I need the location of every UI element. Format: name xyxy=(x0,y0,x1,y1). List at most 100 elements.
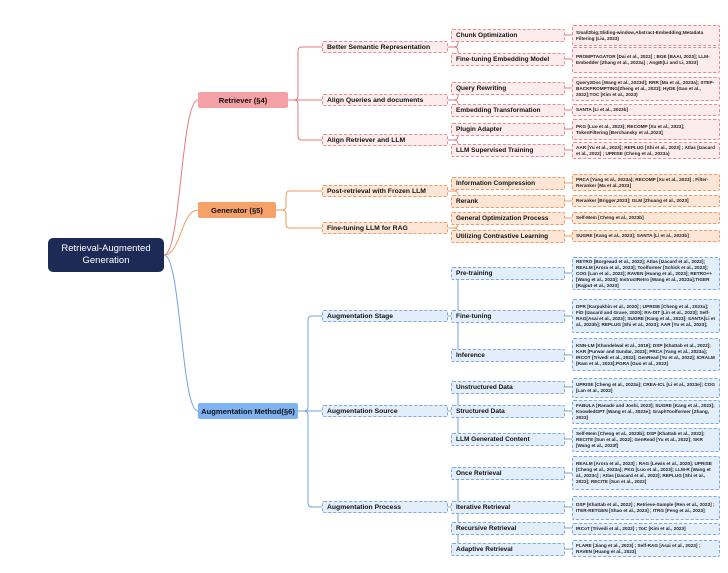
refs-text: IRCoT [Trivedi et al., 2022] ; ToC [Kim … xyxy=(576,526,686,531)
refs-text: Small2big;Sliding-window,Abstract-Embedd… xyxy=(576,29,704,41)
subcategory-label: Utilizing Contrastive Learning xyxy=(456,233,549,240)
refs-text: FLARE [Jiang et al., 2023] ; Self-RAG [A… xyxy=(576,542,701,554)
refs-fine-tuning: DPR [Karpukhin et al., 2020] ; UPRISE [C… xyxy=(572,299,720,333)
root-label: Retrieval-Augmented Generation xyxy=(61,243,151,266)
refs-rerank: Reranker [Brigger,2023]; GLM [Zhuang et … xyxy=(572,195,720,207)
connector-line xyxy=(298,315,322,412)
subcategory-label: LLM Supervised Training xyxy=(456,147,534,154)
subcategory-label: Pre-training xyxy=(456,270,493,277)
connector-line xyxy=(288,99,322,141)
subcategory-label: Adaptive Retrieval xyxy=(456,546,513,553)
subcategory-label: Rerank xyxy=(456,198,479,205)
subcategory-contrastive-learning: Utilizing Contrastive Learning xyxy=(451,230,565,243)
category-label: Align Queries and documents xyxy=(327,96,424,104)
refs-text: PRCA [Yang et al., 2023a]; RECOMP [Xu et… xyxy=(576,176,709,188)
refs-fine-tuning-embedding: PROMPTAGATOR [Dai et al., 2022] ; BGE [B… xyxy=(572,47,720,73)
refs-plugin-adapter: PKG [Luo et al., 2023]; RECOMP [Xu et al… xyxy=(572,119,720,140)
subcategory-recursive-retrieval: Recursive Retrieval xyxy=(451,522,565,535)
subcategory-llm-supervised-training: LLM Supervised Training xyxy=(451,144,565,157)
subcategory-unstructured-data: Unstructured Data xyxy=(451,381,565,394)
category-label: Fine-tuning LLM for RAG xyxy=(327,224,408,232)
branch-label: Generator (§5) xyxy=(211,205,263,215)
refs-llm-supervised-training: AAR [Yu et al., 2023]; REPLUG [Shi et al… xyxy=(572,142,720,159)
subcategory-pre-training: Pre-training xyxy=(451,267,565,280)
augmentation-process: Augmentation Process xyxy=(322,501,448,513)
branch-retriever: Retriever (§4) xyxy=(198,92,288,108)
connector-line xyxy=(298,410,322,508)
category-label: Post-retrieval with Frozen LLM xyxy=(327,187,426,195)
refs-query-rewriting: Query2Doc [Wang et al., 2023d]; RRR [Ma … xyxy=(572,77,720,101)
connector-line xyxy=(288,46,322,101)
subcategory-inference: Inference xyxy=(451,349,565,362)
connector-line xyxy=(276,209,322,229)
subcategory-label: Structured Data xyxy=(456,408,505,415)
refs-text: Self-Mem [Cheng et al., 2023b] xyxy=(576,215,644,220)
retriever-align-retriever-llm: Align Retriever and LLM xyxy=(322,134,448,146)
branch-augmentation-method: Augmentation Method(§6) xyxy=(198,403,298,419)
refs-general-optimization: Self-Mem [Cheng et al., 2023b] xyxy=(572,212,720,224)
subcategory-label: Fine-tuning xyxy=(456,313,492,320)
subcategory-once-retrieval: Once Retrieval xyxy=(451,467,565,480)
subcategory-query-rewriting: Query Rewriting xyxy=(451,82,565,95)
refs-text: DSP [Khattab et al., 2022] ; Retrieve-Sa… xyxy=(576,502,715,513)
category-label: Augmentation Source xyxy=(327,407,398,415)
root-node: Retrieval-Augmented Generation xyxy=(48,238,164,272)
subcategory-label: Once Retrieval xyxy=(456,470,502,477)
subcategory-general-optimization: General Optimization Process xyxy=(451,212,565,225)
refs-text: SANTA [Li et al., 2023b] xyxy=(576,107,629,112)
refs-pre-training: RETRO [Borgeaud et al., 2022]; Atlas [Iz… xyxy=(572,257,720,290)
category-label: Augmentation Stage xyxy=(327,312,394,320)
subcategory-llm-generated-content: LLM Generated Content xyxy=(451,433,565,446)
branch-generator: Generator (§5) xyxy=(198,202,276,218)
refs-contrastive-learning: SUGRE [Kang et al., 2023]; SANTA [Li et … xyxy=(572,230,720,242)
generator-post-retrieval-frozen-llm: Post-retrieval with Frozen LLM xyxy=(322,185,448,197)
connector-line xyxy=(276,190,322,211)
refs-text: AAR [Yu et al., 2023]; REPLUG [Shi et al… xyxy=(576,144,715,156)
refs-recursive-retrieval: IRCoT [Trivedi et al., 2022] ; ToC [Kim … xyxy=(572,523,720,535)
subcategory-fine-tuning: Fine-tuning xyxy=(451,310,565,323)
refs-text: RETRO [Borgeaud et al., 2022]; Atlas [Iz… xyxy=(576,258,713,288)
subcategory-structured-data: Structured Data xyxy=(451,405,565,418)
refs-iterative-retrieval: DSP [Khattab et al., 2022] ; Retrieve-Sa… xyxy=(572,496,720,520)
branch-label: Retriever (§4) xyxy=(218,95,268,105)
subcategory-adaptive-retrieval: Adaptive Retrieval xyxy=(451,543,565,556)
refs-text: REALM [Arora et al., 2023] ; RAG [Lewis … xyxy=(576,461,712,484)
branch-label: Augmentation Method(§6) xyxy=(201,406,295,416)
subcategory-iterative-retrieval: Iterative Retrieval xyxy=(451,501,565,514)
connector-line xyxy=(163,254,199,412)
refs-text: PKG [Luo et al., 2023]; RECOMP [Xu et al… xyxy=(576,123,685,135)
refs-text: FABULA [Ranade and Joshi, 2023]; SUGRE [… xyxy=(576,403,715,420)
subcategory-label: Query Rewriting xyxy=(456,85,507,92)
refs-adaptive-retrieval: FLARE [Jiang et al., 2023] ; Self-RAG [A… xyxy=(572,540,720,557)
subcategory-label: Recursive Retrieval xyxy=(456,525,517,532)
subcategory-information-compression: Information Compression xyxy=(451,177,565,190)
subcategory-label: Unstructured Data xyxy=(456,384,513,391)
subcategory-label: General Optimization Process xyxy=(456,215,549,222)
subcategory-label: Plugin Adapter xyxy=(456,126,502,133)
subcategory-embedding-transformation: Embedding Transformation xyxy=(451,104,565,117)
subcategory-label: Chunk Optimization xyxy=(456,32,518,39)
refs-unstructured-data: UPRISE [Cheng et al., 2023a]; CREA-ICL [… xyxy=(572,378,720,398)
refs-once-retrieval: REALM [Arora et al., 2023] ; RAG [Lewis … xyxy=(572,456,720,490)
category-label: Align Retriever and LLM xyxy=(327,136,406,144)
subcategory-chunk-optimization: Chunk Optimization xyxy=(451,29,565,42)
subcategory-label: Iterative Retrieval xyxy=(456,504,511,511)
retriever-align-queries-documents: Align Queries and documents xyxy=(322,94,448,106)
refs-text: UPRISE [Cheng et al., 2023a]; CREA-ICL [… xyxy=(576,382,716,393)
refs-text: PROMPTAGATOR [Dai et al., 2022] ; BGE [B… xyxy=(576,54,710,65)
augmentation-stage: Augmentation Stage xyxy=(322,310,448,322)
connector-line xyxy=(163,99,199,256)
refs-inference: KNN-LM [Khandelwal et al., 2019]; DSP [K… xyxy=(572,338,720,371)
subcategory-label: Embedding Transformation xyxy=(456,107,541,114)
subcategory-label: LLM Generated Content xyxy=(456,436,530,443)
refs-text: DPR [Karpukhin et al., 2020] ; UPRISE [C… xyxy=(576,304,716,327)
refs-structured-data: FABULA [Ranade and Joshi, 2023]; SUGRE [… xyxy=(572,400,720,424)
subcategory-label: Inference xyxy=(456,352,485,359)
category-label: Better Semantic Representation xyxy=(327,43,431,51)
subcategory-rerank: Rerank xyxy=(451,195,565,208)
subcategory-plugin-adapter: Plugin Adapter xyxy=(451,123,565,136)
retriever-better-semantic-representation: Better Semantic Representation xyxy=(322,41,448,53)
refs-text: Self-Mem [Cheng et al., 2023b]; DSP [Kha… xyxy=(576,431,705,448)
augmentation-source: Augmentation Source xyxy=(322,405,448,417)
